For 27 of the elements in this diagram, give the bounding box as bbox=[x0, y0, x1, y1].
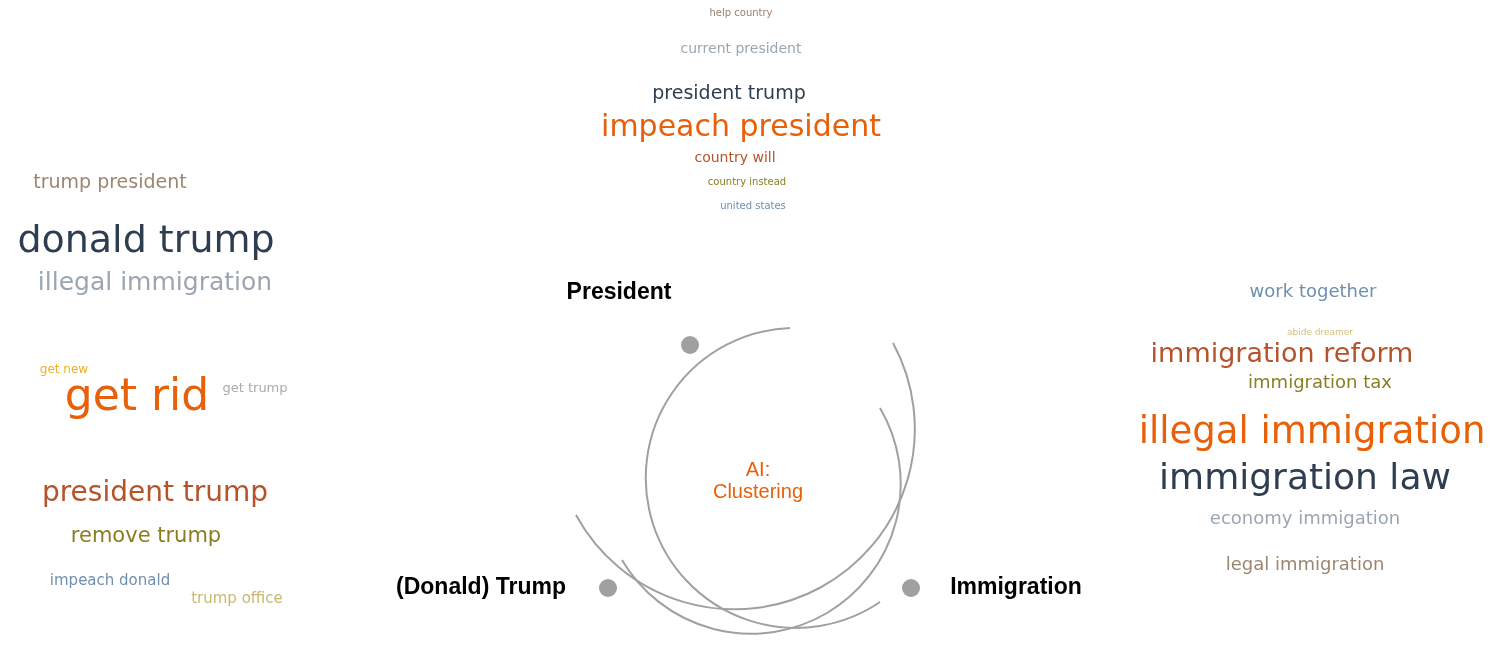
word-cloud-term: current president bbox=[680, 41, 802, 57]
word-cloud-term: abide dreamer bbox=[1286, 328, 1354, 338]
word-cloud-term: impeach donald bbox=[49, 571, 171, 589]
word-cloud-term: immigration tax bbox=[1248, 372, 1392, 392]
cluster-label: President bbox=[566, 279, 672, 305]
word-cloud-term: trump president bbox=[33, 170, 187, 192]
word-cloud-term: impeach president bbox=[601, 108, 881, 142]
center-label: AI: Clustering bbox=[711, 458, 804, 502]
word-cloud-term: donald trump bbox=[17, 219, 275, 261]
word-cloud-term: united states bbox=[720, 199, 786, 211]
word-cloud-term: trump office bbox=[191, 589, 283, 607]
word-cloud-term: country instead bbox=[707, 175, 787, 187]
word-cloud-term: economy immigation bbox=[1209, 508, 1401, 528]
word-cloud-term: immigration law bbox=[1159, 457, 1451, 497]
word-cloud-term: president trump bbox=[652, 81, 806, 103]
cluster-label: Immigration bbox=[950, 574, 1082, 600]
word-cloud-term: get trump bbox=[222, 380, 288, 396]
cluster-label: (Donald) Trump bbox=[396, 574, 566, 600]
word-cloud-term: illegal immigration bbox=[1138, 410, 1486, 452]
word-cloud-term: legal immigration bbox=[1225, 554, 1385, 574]
word-cloud-term: illegal immigration bbox=[37, 268, 273, 296]
word-cloud-term: remove trump bbox=[70, 524, 222, 548]
word-cloud-term: help country bbox=[709, 6, 773, 18]
word-cloud-term: work together bbox=[1249, 281, 1377, 301]
word-cloud-term: immigration reform bbox=[1150, 338, 1414, 368]
word-cloud-term: country will bbox=[694, 150, 776, 166]
word-cloud-term: president trump bbox=[41, 476, 269, 508]
